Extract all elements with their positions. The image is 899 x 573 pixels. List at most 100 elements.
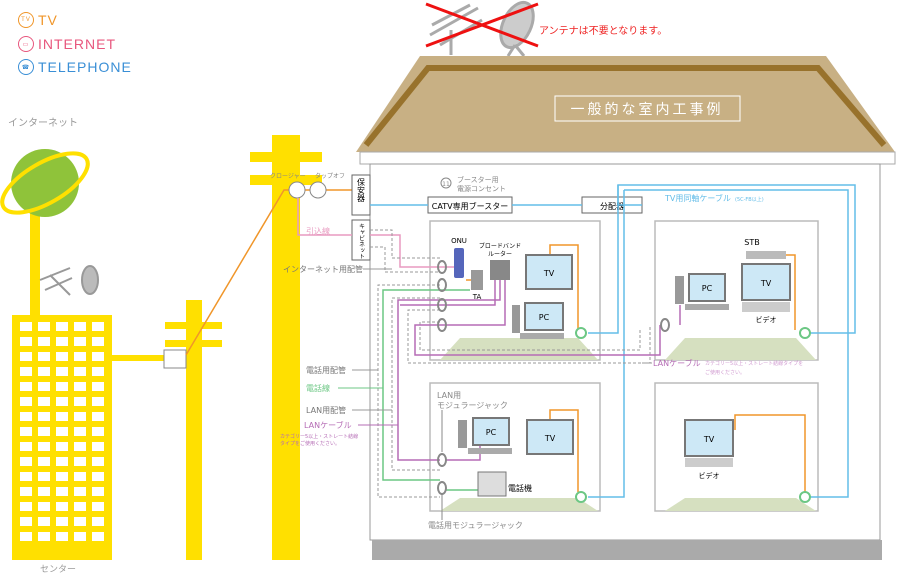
window [56,517,68,526]
window [92,412,104,421]
lan-jack-label-2: モジュラージャック [437,401,508,410]
video-label: ビデオ [756,315,777,324]
video-label: ビデオ [699,471,720,480]
router-label-2: ルーター [488,250,512,258]
lan-cable-right-label: LANケーブル [653,358,701,368]
tapoff-icon [309,181,327,199]
onu-icon [454,248,464,278]
coax-label: TV用同軸ケーブル [664,193,731,203]
window [56,442,68,451]
window [20,382,32,391]
window [38,457,50,466]
window [38,502,50,511]
window [74,472,86,481]
window [56,337,68,346]
window [56,352,68,361]
window [74,487,86,496]
legend-telephone: ☎TELEPHONE [18,59,132,75]
booster-label: CATV専用ブースター [432,201,508,211]
window [56,427,68,436]
window [38,517,50,526]
node-box [163,349,187,369]
lan-note-2: タイプをご使用ください。 [280,440,340,447]
roof-trim [363,65,887,147]
tv-label: TV [543,269,555,278]
window [38,322,50,331]
onu-label: ONU [451,237,467,245]
drop-line-label: 引込線 [306,226,330,236]
window [56,472,68,481]
tv-icon [684,419,734,467]
window [20,457,32,466]
protector-label: 保安器 [357,177,366,203]
lan-conduit-label: LAN用配管 [306,405,346,415]
lan-cable-right-note-1: カテゴリー5以上・ストレート結線タイプを [705,360,803,367]
ta-icon [471,270,483,290]
window [38,382,50,391]
telephone-icon [477,471,507,497]
room-4 [654,382,819,512]
window [38,472,50,481]
ta-label: TA [472,293,482,301]
window [74,412,86,421]
page-title: 一般的な室内工事例 [571,101,724,118]
window [74,382,86,391]
window [20,487,32,496]
window [20,367,32,376]
cabinet-box [351,219,371,261]
phone-label: 電話機 [508,483,532,493]
eave [359,151,896,165]
coax-cable [370,184,856,498]
window [38,487,50,496]
window [38,397,50,406]
window [20,412,32,421]
lan-note-1: カテゴリー5以上・ストレート結線 [280,433,358,440]
phone-jack-label: 電話用モジュラージャック [428,520,523,530]
window [74,532,86,541]
window [38,352,50,361]
closure-label: クロージャー [270,173,306,180]
utility-pole-main [272,135,300,560]
stb-icon [746,251,786,259]
router-label-1: ブロードバンド [479,242,521,250]
tv-outlets [575,327,811,503]
window [56,397,68,406]
window [92,442,104,451]
window [56,367,68,376]
window [92,532,104,541]
window [20,337,32,346]
window [92,397,104,406]
outlet-label-1: ブースター用 [457,175,499,184]
lan-cable-label: LANケーブル [304,420,352,430]
window [20,442,32,451]
tv-label: TV [703,435,715,444]
title-box [554,95,741,122]
tapoff-label: タップオフ [315,172,345,180]
window [74,397,86,406]
phone-conduit-label: 電話用配管 [306,365,346,375]
window [38,442,50,451]
window [74,442,86,451]
closure-icon [288,181,306,199]
window [38,532,50,541]
pc-label: PC [539,313,550,322]
pc-icon [458,417,512,454]
utility-pole-small [186,300,202,560]
tv-label: TV [544,434,556,443]
window [74,337,86,346]
tv-icon [526,419,574,455]
tv-label: TV [760,279,772,288]
window [92,472,104,481]
window [38,427,50,436]
window [74,367,86,376]
window [56,412,68,421]
antenna-note: アンテナは不要となります。 [539,25,667,37]
protector-box [351,174,371,216]
window [92,382,104,391]
pc-icon [512,302,564,339]
window [74,502,86,511]
router-icon [490,260,510,280]
pc-label: PC [486,428,497,437]
